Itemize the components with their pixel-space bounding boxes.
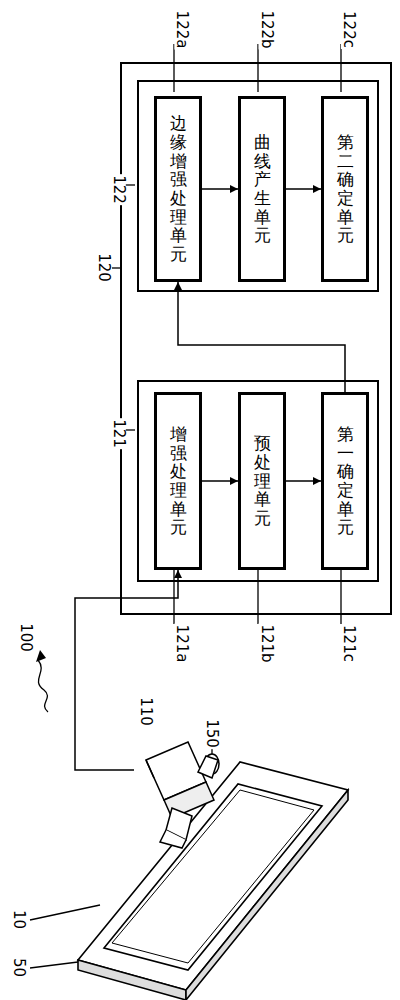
arrow-connector: [202, 188, 238, 190]
group-box: 120122边缘增强处理单元曲线产生单元第二确定单元121增强处理单元预处理单元…: [120, 62, 392, 615]
callout-number: 110: [138, 696, 153, 727]
leader-line: [340, 44, 341, 92]
group-box: 122边缘增强处理单元曲线产生单元第二确定单元: [137, 80, 379, 292]
leader-line: [257, 566, 258, 624]
unit-name: 预处理单元: [254, 434, 271, 527]
process-box: 预处理单元: [238, 392, 286, 570]
process-box: 第二确定单元: [321, 96, 369, 282]
arrow-connector: [286, 188, 321, 190]
arrow-connector: [75, 570, 178, 770]
leader-line: [30, 962, 78, 968]
arrow-connector: [178, 282, 345, 392]
arrow-connector: [202, 480, 238, 482]
callout-number: 122a: [174, 10, 189, 50]
leader-line: [173, 566, 174, 624]
tablet: [78, 762, 348, 1000]
process-box: 边缘增强处理单元: [154, 96, 202, 282]
squiggle: [38, 660, 48, 712]
callout-number: 120: [96, 252, 111, 283]
panel-inner: [112, 790, 314, 963]
panel: [104, 784, 322, 970]
leader-line: [112, 267, 120, 268]
unit-name: 曲线产生单元: [254, 133, 271, 245]
process-box: 第一确定单元: [321, 392, 369, 570]
process-box: 增强处理单元: [154, 392, 202, 570]
callout-number: 122: [111, 174, 126, 205]
callout-number: 121: [111, 418, 126, 449]
leader-line: [173, 44, 174, 92]
callout-number: 10: [11, 909, 26, 930]
squiggle-head: [36, 650, 46, 662]
callout-number: 122b: [259, 9, 274, 49]
callout-number: 150: [204, 718, 219, 749]
callout-number: 121a: [174, 624, 189, 664]
unit-name: 第一确定单元: [337, 425, 354, 537]
arrow-connector: [286, 480, 321, 482]
callout-number: 100: [18, 622, 33, 653]
camera: 110: [126, 690, 222, 850]
callout-number: 50: [11, 957, 26, 978]
callout-number: 121c: [341, 624, 356, 663]
unit-name: 第二确定单元: [337, 133, 354, 245]
group-box: 121增强处理单元预处理单元第一确定单元: [137, 380, 379, 582]
callout-number: 121b: [259, 623, 274, 663]
process-box: 曲线产生单元: [238, 96, 286, 282]
unit-name: 增强处理单元: [170, 425, 187, 537]
leader-line: [340, 566, 341, 624]
unit-name: 边缘增强处理单元: [170, 114, 187, 264]
callout-number: 122c: [341, 10, 356, 49]
leader-line: [257, 44, 258, 92]
leader-line: [30, 905, 100, 920]
